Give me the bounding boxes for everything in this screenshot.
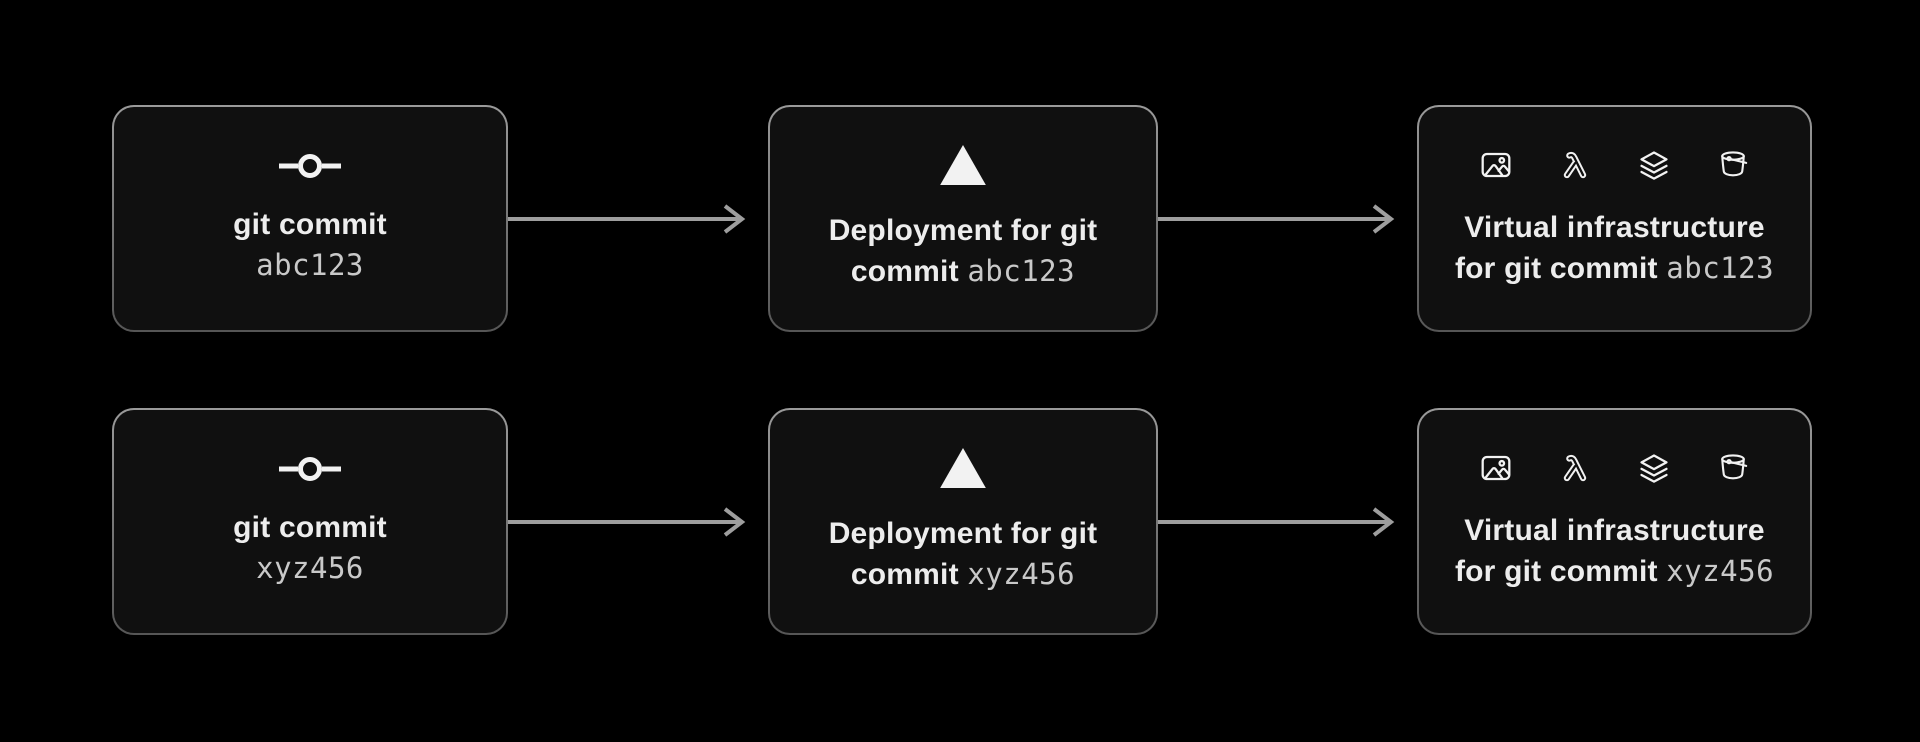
vercel-triangle-icon <box>940 448 986 488</box>
infrastructure-label: Virtual infrastructure for git commit xy… <box>1455 511 1774 592</box>
row-spacer <box>112 332 1812 408</box>
git-commit-label: git commit abc123 <box>233 205 387 285</box>
commit-hash: xyz456 <box>967 557 1076 591</box>
infrastructure-line1: Virtual infrastructure <box>1464 211 1765 244</box>
infrastructure-node: Virtual infrastructure for git commit xy… <box>1417 408 1812 635</box>
deployment-line1: Deployment for git <box>828 214 1098 247</box>
bucket-icon <box>1721 454 1748 480</box>
git-commit-title: git commit <box>233 510 387 544</box>
deployment-label: Deployment for git commit abc123 <box>829 211 1098 292</box>
layers-icon <box>1640 454 1668 483</box>
bucket-icon <box>1721 151 1748 177</box>
deployment-node: Deployment for git commit xyz456 <box>768 408 1158 635</box>
image-icon <box>1481 152 1511 178</box>
commit-hash: abc123 <box>1666 251 1775 285</box>
arrow-right-icon <box>1158 203 1395 234</box>
deployment-label: Deployment for git commit xyz456 <box>829 514 1098 595</box>
git-commit-icon <box>278 153 342 179</box>
layers-icon <box>1640 151 1668 180</box>
infrastructure-label: Virtual infrastructure for git commit ab… <box>1455 208 1774 289</box>
commit-hash: abc123 <box>967 254 1076 288</box>
git-commit-icon <box>278 456 342 482</box>
deployment-node: Deployment for git commit abc123 <box>768 105 1158 332</box>
image-icon <box>1481 455 1511 481</box>
deployment-line2: commit xyz456 <box>850 557 1076 591</box>
flow-arrow <box>508 408 768 635</box>
infrastructure-line1: Virtual infrastructure <box>1464 514 1765 547</box>
deployment-line2: commit abc123 <box>850 254 1076 288</box>
deployment-node-body: Deployment for git commit xyz456 <box>770 410 1156 633</box>
commit-hash: xyz456 <box>256 550 364 585</box>
infrastructure-node-body: Virtual infrastructure for git commit ab… <box>1419 107 1810 330</box>
flow-arrow <box>1158 105 1417 332</box>
git-commit-label: git commit xyz456 <box>233 508 387 588</box>
lambda-icon <box>1558 451 1592 485</box>
infrastructure-icon-row <box>1479 148 1750 182</box>
arrow-right-icon <box>1158 506 1395 537</box>
infrastructure-icon-row <box>1479 451 1750 485</box>
infrastructure-node-body: Virtual infrastructure for git commit xy… <box>1419 410 1810 633</box>
git-commit-node-body: git commit xyz456 <box>114 410 506 633</box>
commit-hash: abc123 <box>256 247 364 282</box>
deployment-line1: Deployment for git <box>828 517 1098 550</box>
infrastructure-line2: for git commit abc123 <box>1454 251 1775 285</box>
infrastructure-node: Virtual infrastructure for git commit ab… <box>1417 105 1812 332</box>
git-commit-node: git commit xyz456 <box>112 408 508 635</box>
git-commit-node: git commit abc123 <box>112 105 508 332</box>
arrow-right-icon <box>508 506 746 537</box>
diagram-grid: git commit abc123 Deployment for git com… <box>112 105 1812 635</box>
lambda-icon <box>1558 148 1592 182</box>
commit-hash: xyz456 <box>1666 554 1775 588</box>
flow-arrow <box>508 105 768 332</box>
infrastructure-line2: for git commit xyz456 <box>1454 554 1775 588</box>
git-commit-node-body: git commit abc123 <box>114 107 506 330</box>
deployment-node-body: Deployment for git commit abc123 <box>770 107 1156 330</box>
git-commit-title: git commit <box>233 207 387 241</box>
vercel-triangle-icon <box>940 145 986 185</box>
arrow-right-icon <box>508 203 746 234</box>
flow-arrow <box>1158 408 1417 635</box>
